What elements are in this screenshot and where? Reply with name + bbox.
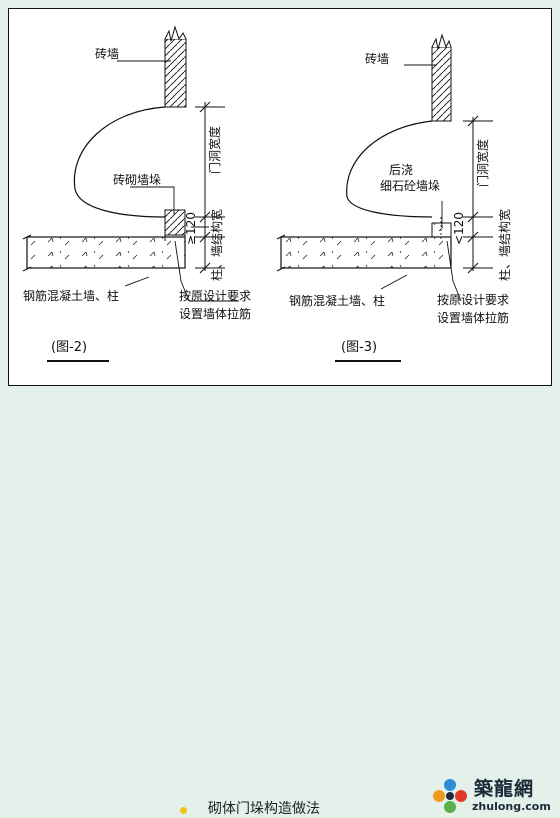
label-pier-2: 砖砌墙垛 (113, 172, 161, 187)
detail-drawings: 砖墙 门洞宽度 砖砌墙垛 ≥120 柱、墙结构宽 钢筋混凝土墙、柱 按原设计要求… (22, 25, 512, 362)
rc-wall-3 (276, 234, 452, 272)
door-swing-arc-3 (346, 120, 433, 218)
label-rc-wall-2: 钢筋混凝土墙、柱 (23, 288, 119, 303)
brick-wall-3 (431, 33, 452, 122)
door-swing-arc-2 (73, 106, 166, 218)
logo-text: 築龍網 (474, 778, 535, 800)
label-brick-wall-3: 砖墙 (365, 51, 389, 66)
zhulong-logo-icon (433, 779, 467, 813)
dimension-line-3 (463, 115, 493, 274)
label-ties-line2-3: 设置墙体拉筋 (437, 310, 509, 325)
logo-url: zhulong.com (472, 800, 551, 813)
caption-figure-2: (图-2) (51, 340, 87, 355)
brick-pier-2 (164, 209, 186, 241)
drawing-panel: 砖墙 门洞宽度 砖砌墙垛 ≥120 柱、墙结构宽 钢筋混凝土墙、柱 按原设计要求… (8, 8, 552, 386)
label-rc-wall-3: 钢筋混凝土墙、柱 (289, 293, 385, 308)
label-min-dimension-2: ≥120 (184, 212, 198, 245)
label-door-width-3: 门洞宽度 (475, 139, 490, 187)
label-max-dimension-3: <120 (452, 212, 466, 245)
footer-caption: 砌体门垛构造做法 (208, 801, 320, 817)
label-ties-line1-3: 按原设计要求 (437, 293, 509, 307)
label-pier-line2-3: 细石砼墙垛 (380, 178, 440, 193)
label-door-width-2: 门洞宽度 (207, 126, 222, 174)
footer: 砌体门垛构造做法 築龍網 zhulong.com (0, 386, 560, 817)
label-column-width-3: 柱、墙结构宽 (497, 209, 512, 281)
rc-wall-2 (22, 234, 186, 272)
caption-figure-3: (图-3) (341, 340, 377, 355)
screen: 砖墙 门洞宽度 砖砌墙垛 ≥120 柱、墙结构宽 钢筋混凝土墙、柱 按原设计要求… (0, 8, 560, 817)
label-brick-wall-2: 砖墙 (95, 46, 119, 61)
label-pier-line1-3: 后浇 (389, 163, 413, 177)
figure-3: 砖墙 门洞宽度 后浇 细石砼墙垛 <120 柱、墙结构宽 钢筋混凝土墙、柱 按原… (276, 33, 512, 362)
label-ties-line2-2: 设置墙体拉筋 (179, 306, 251, 321)
dimension-line-2 (191, 101, 225, 274)
bullet-icon (180, 807, 187, 814)
figure-2: 砖墙 门洞宽度 砖砌墙垛 ≥120 柱、墙结构宽 钢筋混凝土墙、柱 按原设计要求… (22, 25, 251, 362)
label-column-width-2: 柱、墙结构宽 (209, 209, 224, 281)
label-ties-line1-2: 按原设计要求 (179, 289, 251, 303)
zhulong-logo: 築龍網 zhulong.com (428, 774, 552, 818)
brick-wall-2 (164, 25, 187, 108)
